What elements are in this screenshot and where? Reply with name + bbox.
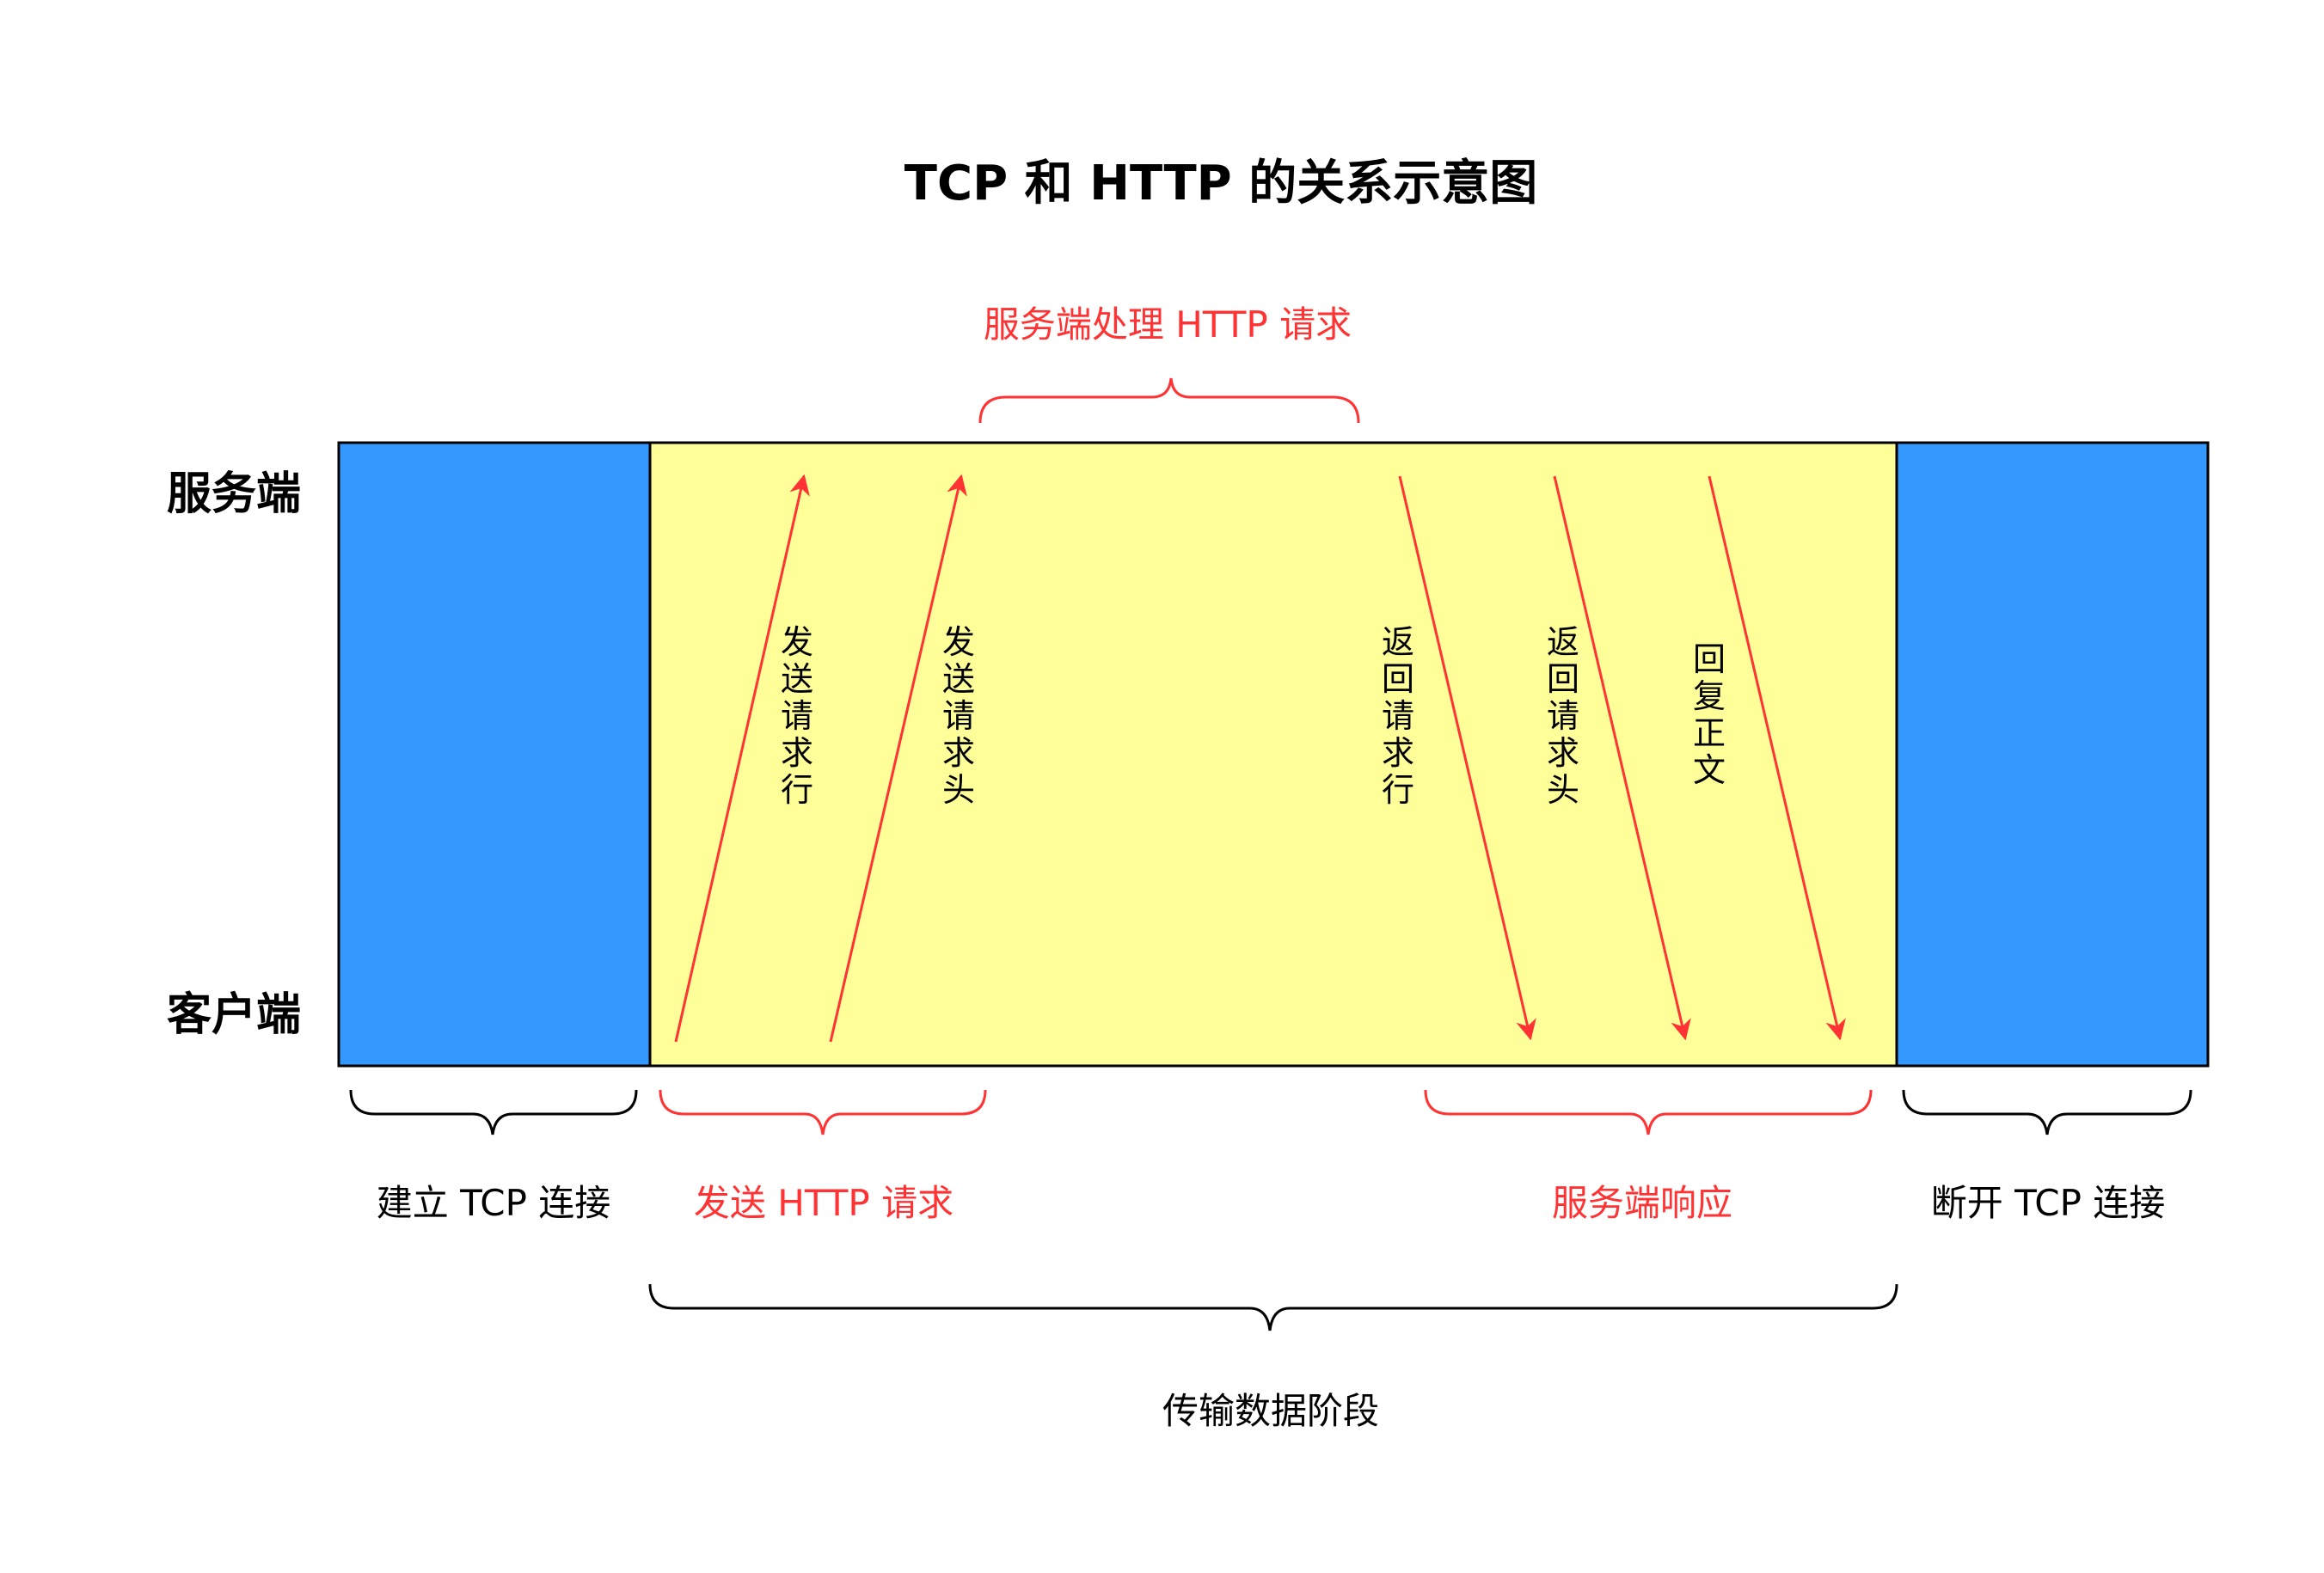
arrow-return-response-line xyxy=(1398,475,1536,1041)
server-label: 服务端 xyxy=(167,468,301,520)
arrow-label-char: 请 xyxy=(942,697,975,735)
arrow-label-char: 请 xyxy=(1382,697,1414,735)
server-processing-label: 服务端处理 HTTP 请求 xyxy=(984,303,1352,346)
diagram-title: TCP 和 HTTP 的关系示意图 xyxy=(904,156,1537,211)
arrow-label-char: 请 xyxy=(781,697,813,735)
brace-transfer-phase xyxy=(648,1283,1898,1331)
arrow-label-char: 返 xyxy=(1382,623,1414,661)
phase-disconnect-block xyxy=(1895,441,2210,1068)
arrow-label-char: 行 xyxy=(781,771,813,809)
arrow-send-request-header xyxy=(829,474,967,1043)
arrow-label-char: 正 xyxy=(1693,714,1726,752)
arrow-label-char: 返 xyxy=(1547,623,1579,661)
arrow-label-char: 送 xyxy=(781,660,813,698)
client-label: 客户端 xyxy=(167,989,301,1041)
phase-connect-block xyxy=(337,441,652,1068)
label-disconnect: 断开 TCP 连接 xyxy=(1931,1182,2166,1224)
arrow-return-response-header xyxy=(1553,475,1691,1041)
arrow-label-char: 发 xyxy=(942,623,975,661)
arrow-label-char: 求 xyxy=(1547,734,1579,772)
arrow-label-reply-body: 回 复 正 文 xyxy=(1693,640,1726,789)
arrow-label-char: 回 xyxy=(1382,660,1414,698)
label-send-request: 发送 HTTP 请求 xyxy=(694,1182,954,1224)
arrow-send-request-line xyxy=(674,474,810,1043)
arrow-label-char: 求 xyxy=(942,734,975,772)
arrow-label-char: 请 xyxy=(1547,697,1579,735)
brace-server-response xyxy=(1424,1089,1873,1135)
label-connect: 建立 TCP 连接 xyxy=(377,1182,611,1224)
arrow-reply-body xyxy=(1708,475,1846,1041)
server-processing-brace xyxy=(978,377,1360,424)
arrow-label-char: 行 xyxy=(1382,771,1414,809)
arrow-label-char: 文 xyxy=(1693,751,1726,789)
arrow-label-char: 发 xyxy=(781,623,813,661)
brace-disconnect xyxy=(1902,1089,2192,1135)
arrow-label-return-response-header: 返 回 请 求 头 xyxy=(1547,623,1579,809)
arrow-label-send-request-header: 发 送 请 求 头 xyxy=(942,623,975,809)
arrow-label-char: 求 xyxy=(781,734,813,772)
arrow-label-char: 求 xyxy=(1382,734,1414,772)
arrow-label-send-request-line: 发 送 请 求 行 xyxy=(781,623,813,809)
arrow-label-char: 送 xyxy=(942,660,975,698)
arrow-label-char: 复 xyxy=(1693,677,1726,715)
arrow-label-char: 头 xyxy=(1547,771,1579,809)
arrow-label-return-response-line: 返 回 请 求 行 xyxy=(1382,623,1414,809)
phase-transfer-block xyxy=(648,441,1898,1068)
brace-send-request xyxy=(659,1089,987,1135)
label-server-response: 服务端响应 xyxy=(1552,1182,1732,1224)
arrow-label-char: 回 xyxy=(1547,660,1579,698)
label-transfer-phase: 传输数据阶段 xyxy=(1162,1390,1379,1432)
arrow-label-char: 回 xyxy=(1693,640,1726,678)
arrow-label-char: 头 xyxy=(942,771,975,809)
brace-connect xyxy=(349,1089,638,1135)
